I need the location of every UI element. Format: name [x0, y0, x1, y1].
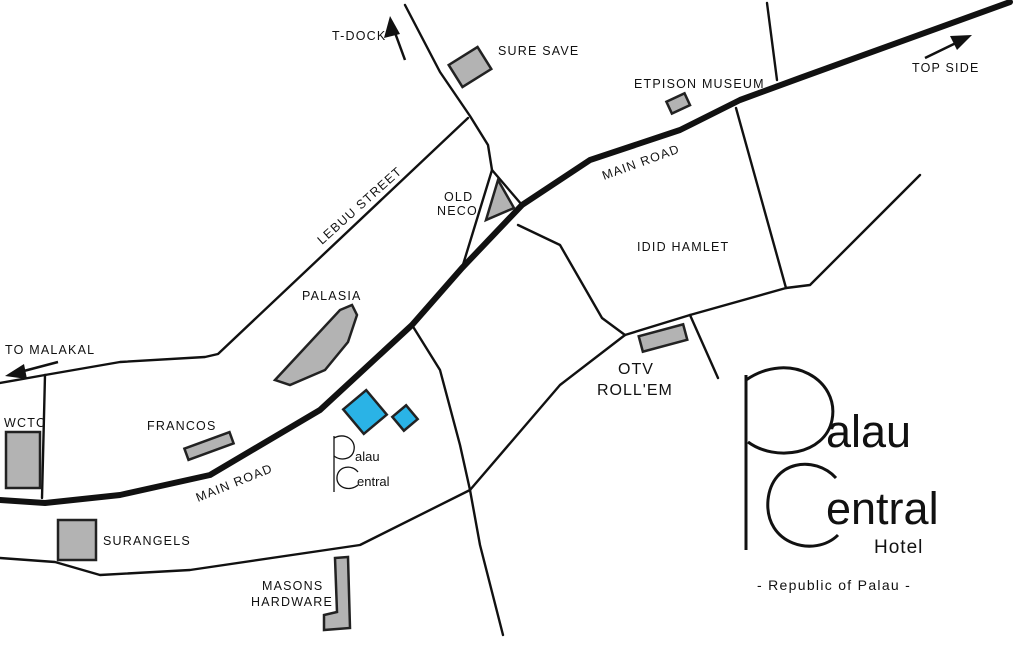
north-road [403, 3, 524, 207]
label-top-side: TOP SIDE [912, 61, 980, 75]
top-side-arrow-icon [924, 35, 972, 60]
otv-south-spur [688, 313, 720, 380]
sure-save-building [446, 45, 494, 89]
hotel-logo: alau entral Hotel - Republic of Palau - [744, 366, 939, 593]
label-palasia: PALASIA [302, 289, 362, 303]
old-neco-west-road [460, 168, 494, 270]
hotel-building-annex [390, 403, 420, 433]
small-hotel-logo: alau entral [333, 435, 390, 492]
small-logo-line1: alau [355, 449, 380, 464]
buildings [4, 45, 692, 632]
small-logo-line2: entral [357, 474, 390, 489]
logo-line1: alau [826, 406, 911, 457]
label-masons-1: MASONS [262, 579, 323, 593]
logo-line2: entral [826, 483, 939, 534]
lebuu-street-road [0, 116, 470, 385]
otv-building [637, 322, 689, 354]
diagonal-southwest-road [468, 333, 627, 492]
label-main-road-upper: MAIN ROAD [600, 142, 682, 183]
label-etpison-museum: ETPISON MUSEUM [634, 77, 765, 91]
label-lebuu-street: LEBUU STREET [315, 164, 405, 247]
otv-connector-road [516, 223, 627, 337]
logo-tagline: - Republic of Palau - [757, 577, 911, 593]
central-south-road [410, 323, 505, 637]
label-otv: OTV [618, 361, 654, 378]
t-dock-arrow-icon [384, 16, 407, 61]
label-francos: FRANCOS [147, 419, 217, 433]
etpison-museum-building [664, 91, 692, 116]
label-idid-hamlet: IDID HAMLET [637, 240, 729, 254]
label-to-malakal: TO MALAKAL [5, 343, 95, 357]
lower-road [0, 488, 472, 577]
otv-east-road [623, 286, 788, 337]
label-masons-2: HARDWARE [251, 595, 333, 609]
label-old-neco-2: NECO [437, 204, 478, 218]
francos-building [182, 430, 236, 462]
direction-arrows [5, 16, 972, 379]
label-t-dock: T-DOCK [332, 29, 386, 43]
wctc-connector [40, 373, 47, 500]
hotel-building-main [341, 388, 389, 436]
label-surangels: SURANGELS [103, 534, 191, 548]
old-neco-building [484, 176, 516, 223]
label-wctc: WCTC [4, 416, 46, 430]
road-network [0, 1, 922, 637]
logo-hotel: Hotel [874, 537, 923, 558]
main-road [0, 0, 1013, 506]
to-malakal-arrow-icon [5, 360, 59, 379]
wctc-building [4, 430, 42, 490]
northeast-road [765, 1, 779, 82]
masons-hardware-building [322, 555, 352, 632]
label-sure-save: SURE SAVE [498, 44, 579, 58]
label-old-neco-1: OLD [444, 190, 473, 204]
label-roll-em: ROLL'EM [597, 382, 673, 399]
palasia-building [272, 303, 359, 387]
surangels-building [56, 518, 98, 562]
hamlet-northeast-road [784, 173, 922, 290]
label-main-road-lower: MAIN ROAD [194, 461, 275, 505]
idid-east-road [734, 106, 788, 290]
